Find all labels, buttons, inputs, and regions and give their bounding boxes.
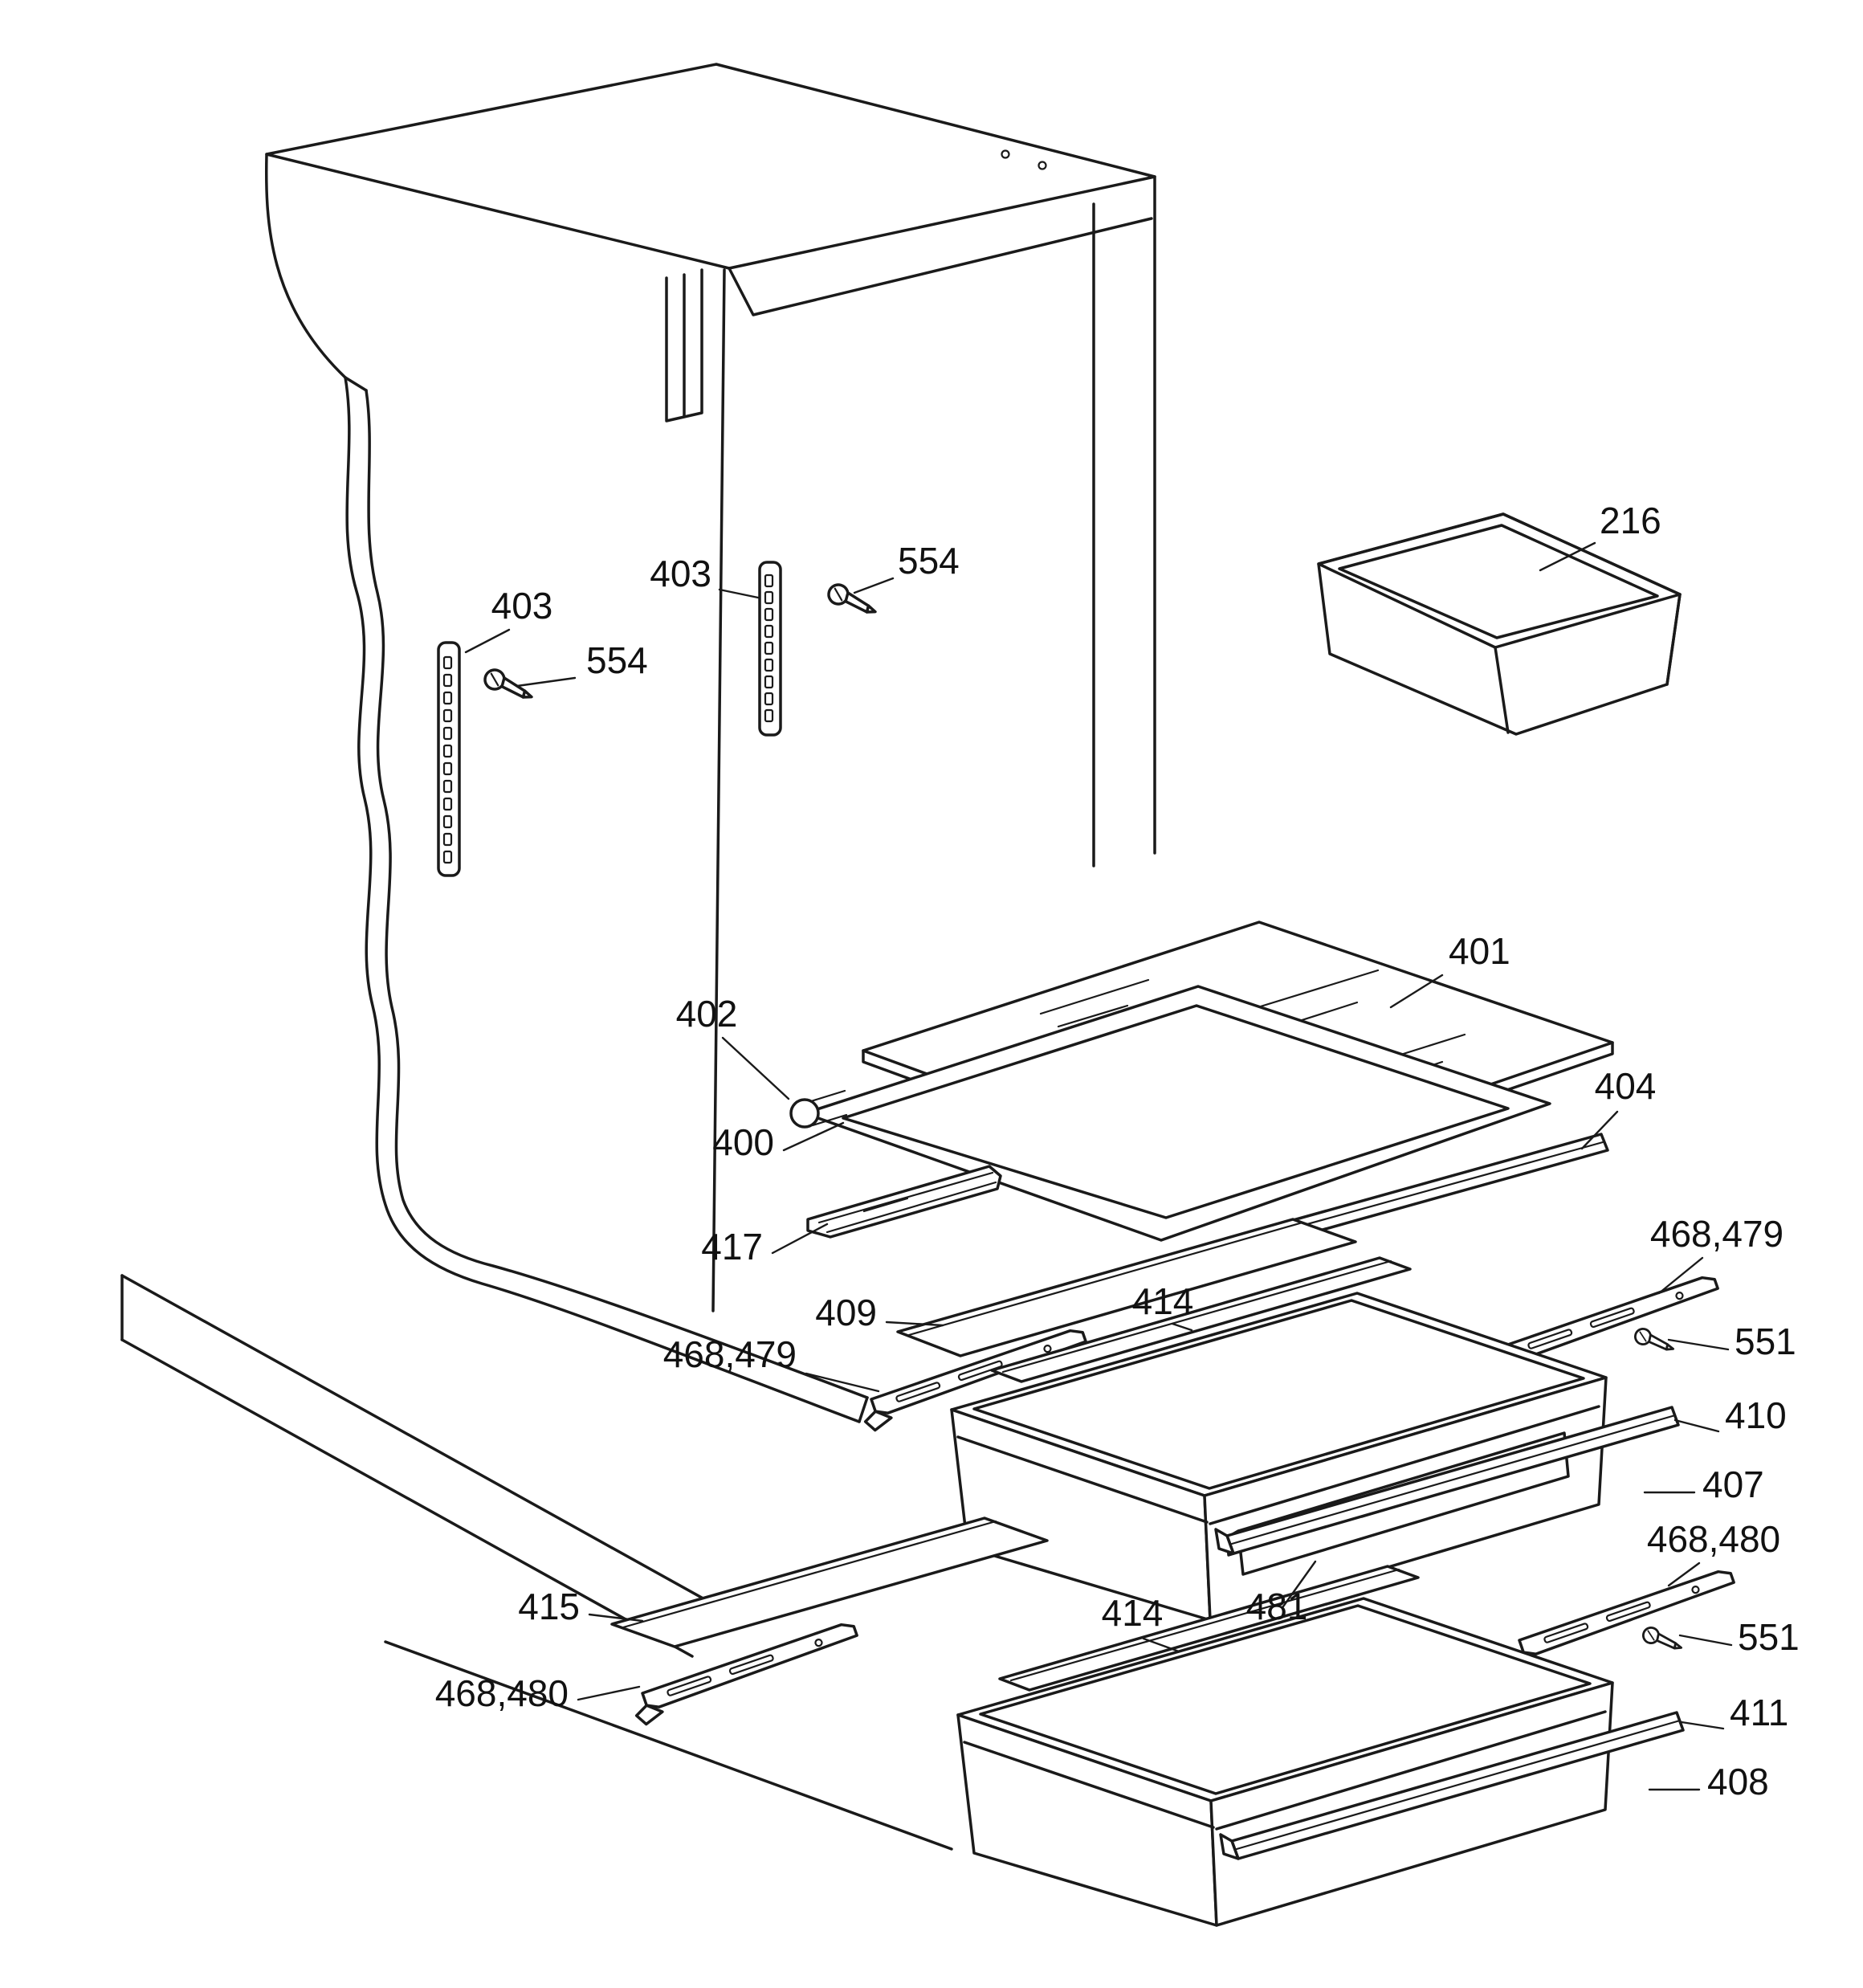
part-label-410: 410 — [1725, 1394, 1787, 1436]
frame-inner — [842, 1004, 1510, 1219]
part-label-481: 481 — [1246, 1586, 1308, 1627]
cabinet-top-face — [265, 63, 1156, 270]
torn-wall-edge-inner — [365, 389, 869, 1399]
sheet-415 — [610, 1517, 1049, 1648]
part-label-402: 402 — [676, 993, 738, 1035]
top-vent-dot — [1037, 161, 1047, 170]
screw-551-lower — [1641, 1625, 1686, 1651]
frame-rod-end-402 — [789, 1098, 820, 1129]
part-label-554-upper: 554 — [898, 540, 960, 582]
leader-lines — [464, 541, 1733, 1791]
bin-front-corner — [1494, 646, 1510, 734]
part-label-414-lower: 414 — [1102, 1592, 1164, 1634]
track-body — [758, 561, 782, 737]
part-label-411: 411 — [1730, 1692, 1788, 1733]
part-label-409: 409 — [815, 1292, 877, 1333]
track-body — [437, 641, 461, 877]
part-label-400: 400 — [712, 1121, 774, 1163]
floor-front-edge — [384, 1640, 953, 1851]
channel-417 — [806, 1165, 1002, 1239]
part-label-415: 415 — [518, 1586, 580, 1627]
torn-wall-edge-outer — [344, 376, 861, 1423]
shelf-track-lower-403 — [437, 641, 461, 877]
part-label-401: 401 — [1449, 930, 1510, 972]
floor-line-1 — [120, 1274, 731, 1614]
part-label-468-479-right: 468,479 — [1650, 1213, 1784, 1255]
part-callouts: 216 403 554 403 554 401 402 400 404 417 … — [435, 500, 1800, 1802]
cabinet-top-beam — [728, 217, 1153, 316]
bin-216 — [1317, 512, 1682, 736]
part-label-551-upper: 551 — [1735, 1321, 1796, 1362]
part-label-403-lower: 403 — [491, 585, 553, 627]
part-label-404: 404 — [1595, 1065, 1657, 1107]
shelf-track-upper-403 — [758, 561, 782, 737]
floor-line-2 — [120, 1338, 694, 1658]
cabinet-interior-corner — [711, 268, 726, 1312]
part-label-468-480-right: 468,480 — [1647, 1518, 1780, 1560]
part-label-408: 408 — [1707, 1761, 1769, 1802]
bin-rim-inner — [1338, 524, 1659, 639]
torn-edge-cap-bottom — [858, 1396, 869, 1423]
cabinet-outline — [120, 63, 1156, 1851]
part-label-417: 417 — [701, 1226, 763, 1268]
part-label-216: 216 — [1600, 500, 1661, 541]
frame-rod-lines — [809, 1089, 848, 1127]
sheet-409 — [896, 1218, 1357, 1357]
cabinet-left-edge — [264, 153, 347, 379]
part-label-468-479-left: 468,479 — [663, 1333, 797, 1375]
top-vent-dot — [1001, 149, 1010, 159]
bin-body — [1317, 512, 1682, 736]
part-label-554-lower: 554 — [586, 639, 648, 681]
bin-right-corner — [1665, 593, 1682, 686]
torn-edge-cap-top — [344, 376, 368, 392]
part-label-407: 407 — [1702, 1463, 1764, 1505]
part-label-551-lower: 551 — [1738, 1616, 1800, 1658]
part-label-468-480-left: 468,480 — [435, 1672, 569, 1714]
part-label-403-upper: 403 — [650, 553, 711, 594]
part-label-414-upper: 414 — [1132, 1280, 1194, 1322]
